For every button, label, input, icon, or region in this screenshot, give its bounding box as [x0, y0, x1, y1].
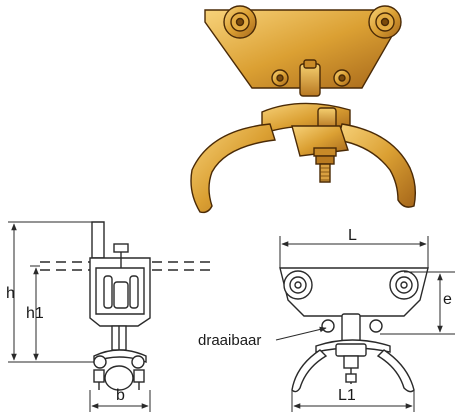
dimension-e	[380, 271, 455, 335]
dimension-L	[279, 236, 429, 268]
dimension-b	[89, 390, 151, 412]
center-pin	[299, 63, 321, 97]
draaibaar-leader	[275, 326, 327, 341]
dimension-h	[8, 221, 94, 363]
front-curved-arms	[291, 349, 415, 393]
trolley-3d-illustration	[190, 5, 417, 214]
label-L: L	[348, 227, 357, 244]
curved-arm-right	[337, 123, 417, 208]
dimension-h1	[30, 265, 40, 361]
front-view-drawing	[279, 267, 429, 393]
dimension-L1	[291, 390, 415, 412]
label-L1: L1	[338, 387, 356, 404]
label-e: e	[443, 291, 452, 308]
label-draaibaar: draaibaar	[198, 332, 261, 349]
side-view-drawing	[40, 221, 210, 391]
label-b: b	[116, 387, 125, 404]
threaded-bolt	[319, 163, 331, 183]
curved-arm-left	[190, 123, 276, 214]
label-h1: h1	[26, 305, 44, 322]
label-h: h	[6, 285, 15, 302]
